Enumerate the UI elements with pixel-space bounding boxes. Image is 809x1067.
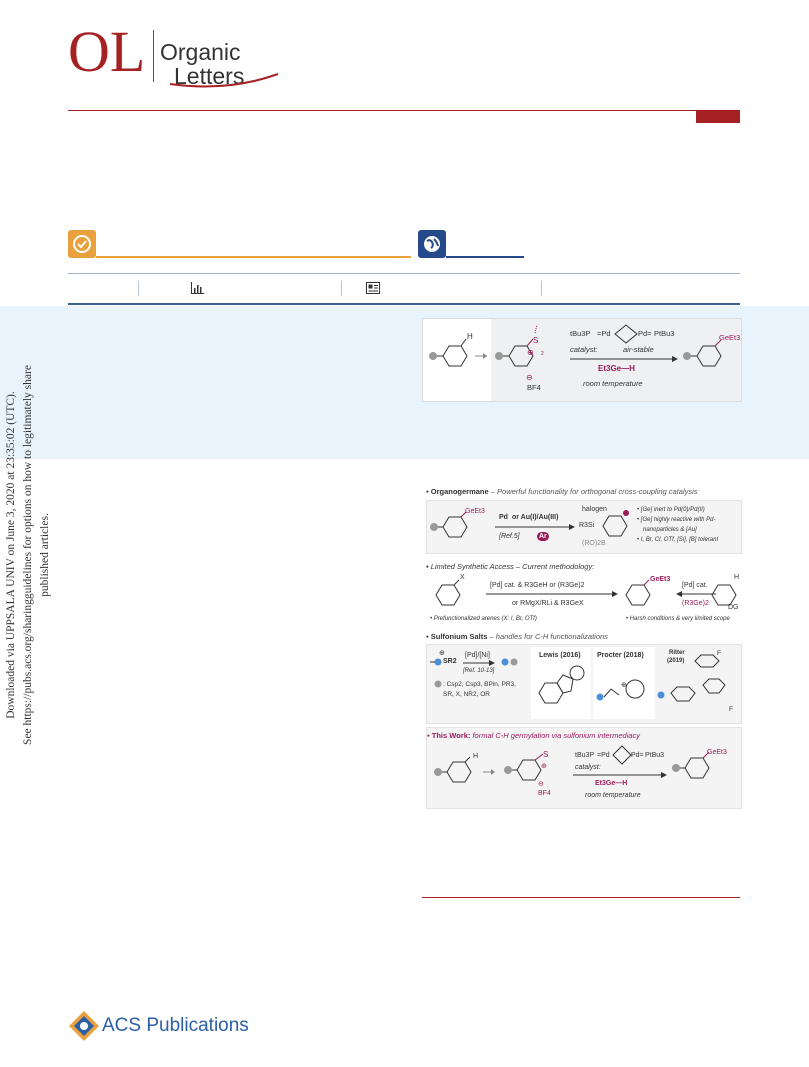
panel4-counterion: BF4 — [538, 790, 551, 797]
toc-product-group: GeEt3 — [719, 333, 741, 342]
panel2-dg: DG — [728, 604, 739, 611]
panel2-title: ▪ Limited Synthetic Access – Current met… — [426, 562, 595, 571]
metrics-top-rule — [68, 273, 740, 274]
panel1-silane: R3Si — [579, 522, 595, 529]
panel4-box: ▪ This Work: formal C-H germylation via … — [426, 727, 742, 809]
pd-dimer-bridge — [614, 324, 638, 344]
panel2-h: H — [734, 574, 740, 581]
panel1-au: or Au(I)/Au(III) — [512, 514, 559, 521]
panel4-ligand-left: tBu3P — [575, 752, 595, 759]
procter-example: Procter (2018) ⊕ — [593, 647, 655, 719]
toc-graphic: H S ⊕ 2 ⊖ BF4 tBu3P =Pd Pd= PtBu3 cataly… — [422, 318, 742, 402]
toc-product-arene — [683, 339, 722, 367]
panel1-boronate: (RO)2B — [582, 540, 606, 547]
ritter-f2: F — [729, 706, 733, 713]
toc-catalyst-label: catalyst: — [570, 345, 598, 354]
svg-text:⊕: ⊕ — [527, 348, 534, 357]
svg-text:⊕: ⊕ — [541, 763, 547, 770]
newspaper-icon[interactable] — [366, 282, 380, 294]
toc-reaction-arrow — [570, 356, 678, 362]
ritter-label-2: (2019) — [667, 658, 685, 664]
panel2-right-reagent: (R3Ge)2 — [682, 600, 709, 607]
panel4-ligand-right: PtBu3 — [645, 752, 665, 759]
svg-text:2: 2 — [541, 351, 544, 357]
toc-catalyst-left-ligand: tBu3P — [570, 329, 591, 338]
access-bar — [96, 256, 411, 258]
metrics-bottom-rule — [68, 303, 740, 305]
panel1-title: ▪ Organogermane – Powerful functionality… — [426, 487, 698, 496]
svg-text:⊕: ⊕ — [621, 682, 627, 689]
panel3-box: ⊕ SR2 [Pd]/[Ni] [Ref. 10-13] : Csp2, Csp… — [426, 644, 742, 724]
panel1-bullets: • [Ge] inert to Pd(0)/Pd(II) • [Ge] high… — [637, 507, 719, 543]
metrics-separator — [541, 281, 542, 296]
toc-condition: room temperature — [583, 379, 643, 388]
metrics-separator — [138, 281, 139, 296]
panel2-product: GeEt3 — [650, 576, 671, 583]
panel1-halogen: halogen — [582, 506, 607, 513]
panel2-cond-top: [Pd] cat. & R3GeH or (R3Ge)2 — [490, 582, 585, 589]
ritter-f1: F — [717, 650, 721, 657]
panel4-title: ▪ This Work: formal C-H germylation via … — [427, 731, 641, 740]
header-rule — [68, 110, 740, 111]
panel2-note-left: • Prefunctionalized arenes (X: I, Br, OT… — [430, 616, 537, 622]
toc-air-stable: air-stable — [623, 345, 654, 354]
journal-logo-abbrev: OL — [68, 19, 146, 84]
panel4-product: GeEt3 — [707, 749, 727, 756]
acs-logo-icon[interactable] — [68, 1010, 100, 1042]
panel4-catalyst-label: catalyst: — [575, 764, 601, 771]
journal-name-line1: Organic — [160, 39, 241, 65]
panel1-box: GeEt3 Pd or Au(I)/Au(III) [Ref.5] Ar hal… — [426, 500, 742, 554]
panel2-box: X [Pd] cat. & R3GeH or (R3Ge)2 or RMgX/R… — [426, 573, 740, 623]
logo-divider — [153, 30, 154, 82]
figure-bottom-rule — [422, 897, 740, 898]
pd-dimer-bridge — [612, 745, 632, 765]
panel3-legend-line1: : Csp2, Csp3, BPin, PR3, — [443, 681, 516, 688]
svg-text:S: S — [533, 336, 538, 345]
panel4-h: H — [473, 753, 479, 760]
panel1-ref: [Ref.5] — [499, 533, 520, 540]
panel2-x: X — [460, 574, 465, 581]
panel3-legend-line2: SR, X, NR2, OR — [443, 691, 490, 698]
panel3-ref: [Ref. 10-13] — [463, 668, 495, 674]
panel1-pd: Pd — [499, 514, 508, 521]
ritter-label-1: Ritter — [669, 650, 685, 656]
panel1-group: GeEt3 — [465, 508, 485, 515]
ritter-example — [657, 654, 726, 702]
toc-reagent: Et3Ge—H — [598, 364, 635, 373]
logo-swoosh-icon — [169, 73, 279, 88]
article-type-tab — [696, 110, 740, 123]
download-notice: Downloaded via UPPSALA UNIV on June 3, 2… — [3, 350, 63, 760]
svg-text:H: H — [467, 332, 473, 341]
panel4-reagent: Et3Ge—H — [595, 780, 628, 787]
download-notice-line2: See https://pubs.acs.org/sharingguidelin… — [22, 365, 51, 745]
panel3-title: ▪ Sulfonium Salts – handles for C-H func… — [426, 632, 608, 641]
panel3-sr2: SR2 — [443, 658, 457, 665]
panel1-ar: Ar — [537, 532, 549, 541]
svg-text:S: S — [543, 750, 548, 759]
panel2-cond-bottom: or RMgX/RLi & R3GeX — [512, 600, 584, 607]
panel4-condition: room temperature — [585, 792, 641, 799]
panel3-cat: [Pd]/[Ni] — [465, 652, 490, 659]
globe-icon[interactable] — [418, 230, 446, 258]
panel2-right-cat: [Pd] cat. — [682, 582, 708, 589]
open-access-bar — [446, 256, 524, 258]
metrics-separator — [341, 281, 342, 296]
toc-counterion: BF4 — [527, 383, 541, 392]
panel2-note-right: • Harsh conditions & very limited scope — [626, 616, 730, 622]
lewis-example: Lewis (2016) — [531, 647, 591, 719]
check-icon[interactable] — [68, 230, 96, 258]
bar-chart-icon[interactable] — [190, 282, 204, 294]
svg-text:⊖: ⊖ — [526, 373, 533, 382]
download-notice-line1: Downloaded via UPPSALA UNIV on June 3, 2… — [5, 391, 17, 719]
toc-catalyst-right-ligand: PtBu3 — [654, 329, 675, 338]
publisher-name[interactable]: ACS Publications — [102, 1015, 249, 1036]
